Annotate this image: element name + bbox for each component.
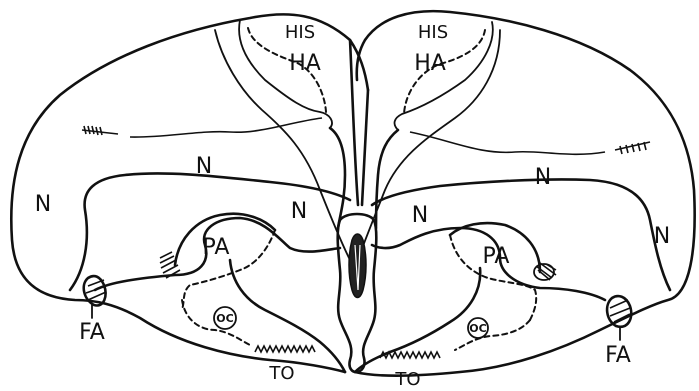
- left-hippocampal-inner: [215, 30, 350, 260]
- right-to-hatch: [380, 352, 440, 358]
- label-n-upper-right: N: [535, 165, 551, 190]
- label-his-left: HIS: [285, 22, 315, 43]
- right-fa-stripes: [610, 300, 630, 322]
- label-ha-left: HA: [289, 51, 321, 76]
- label-to-right: TO: [394, 369, 420, 390]
- label-pa-left: PA: [203, 235, 230, 260]
- right-hemisphere-outline: [355, 11, 695, 376]
- left-nucleus-contour: [70, 173, 350, 290]
- label-his-right: HIS: [418, 22, 448, 43]
- left-to-hatch: [255, 346, 315, 352]
- label-n-center-left: N: [291, 199, 307, 224]
- label-oc-right: OC: [469, 322, 486, 335]
- label-n-upper-left: N: [196, 154, 212, 179]
- central-midline-right: [376, 130, 398, 228]
- label-to-left: TO: [268, 363, 294, 384]
- right-lower-dashed-boundary: [455, 320, 530, 350]
- label-fa-right: FA: [605, 343, 631, 368]
- label-ha-right: HA: [414, 51, 446, 76]
- left-lobe-lower: [230, 260, 345, 372]
- label-fa-left: FA: [79, 320, 105, 345]
- central-midline-left: [330, 128, 345, 228]
- label-oc-left: OC: [216, 312, 233, 325]
- label-pa-right: PA: [483, 244, 510, 269]
- label-n-center-right: N: [412, 203, 428, 228]
- label-n-outer-right: N: [654, 224, 670, 249]
- label-n-outer-left: N: [35, 192, 51, 217]
- central-stalk-right: [362, 90, 368, 205]
- right-upper-hatched-line: [410, 132, 650, 154]
